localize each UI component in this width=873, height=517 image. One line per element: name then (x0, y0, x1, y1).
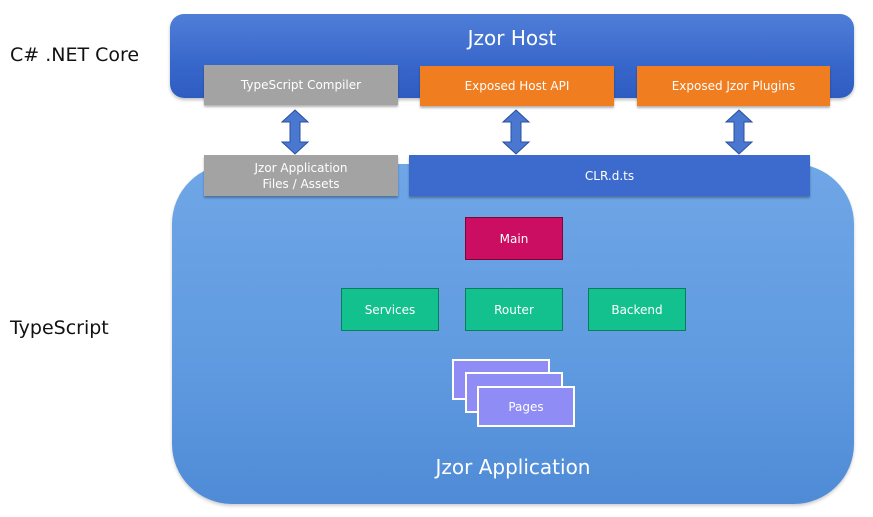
exposed-jzor-plugins-box: Exposed Jzor Plugins (637, 66, 830, 106)
clr-dts-label: CLR.d.ts (584, 168, 635, 183)
router-label: Router (494, 302, 534, 317)
exposed-jzor-plugins-label: Exposed Jzor Plugins (671, 79, 796, 93)
typescript-compiler-label: TypeScript Compiler (240, 78, 362, 92)
plugins-double-arrow-icon (724, 109, 754, 155)
jzor-application-container (172, 164, 854, 504)
services-box: Services (341, 288, 439, 331)
compiler-double-arrow-icon (280, 109, 310, 155)
csharp-layer-label: C# .NET Core (10, 44, 140, 66)
clr-dts-box: CLR.d.ts (409, 155, 810, 196)
exposed-host-api-box: Exposed Host API (420, 66, 614, 106)
main-box: Main (465, 217, 563, 260)
host-api-double-arrow-icon (501, 109, 531, 155)
jzor-application-title: Jzor Application (435, 455, 591, 479)
application-files-assets-box: Jzor Application Files / Assets (204, 155, 398, 196)
files-assets-line1: Jzor Application (254, 160, 348, 175)
typescript-layer-label: TypeScript (10, 317, 109, 339)
backend-label: Backend (611, 302, 663, 317)
pages-label: Pages (508, 399, 544, 414)
jzor-host-title: Jzor Host (467, 26, 557, 50)
typescript-compiler-box: TypeScript Compiler (204, 65, 398, 105)
files-assets-line2: Files / Assets (262, 176, 340, 191)
backend-box: Backend (588, 288, 686, 331)
pages-box: Pages (477, 386, 575, 427)
exposed-host-api-label: Exposed Host API (464, 79, 570, 93)
services-label: Services (364, 302, 416, 317)
router-box: Router (465, 288, 563, 331)
main-label: Main (499, 231, 529, 246)
